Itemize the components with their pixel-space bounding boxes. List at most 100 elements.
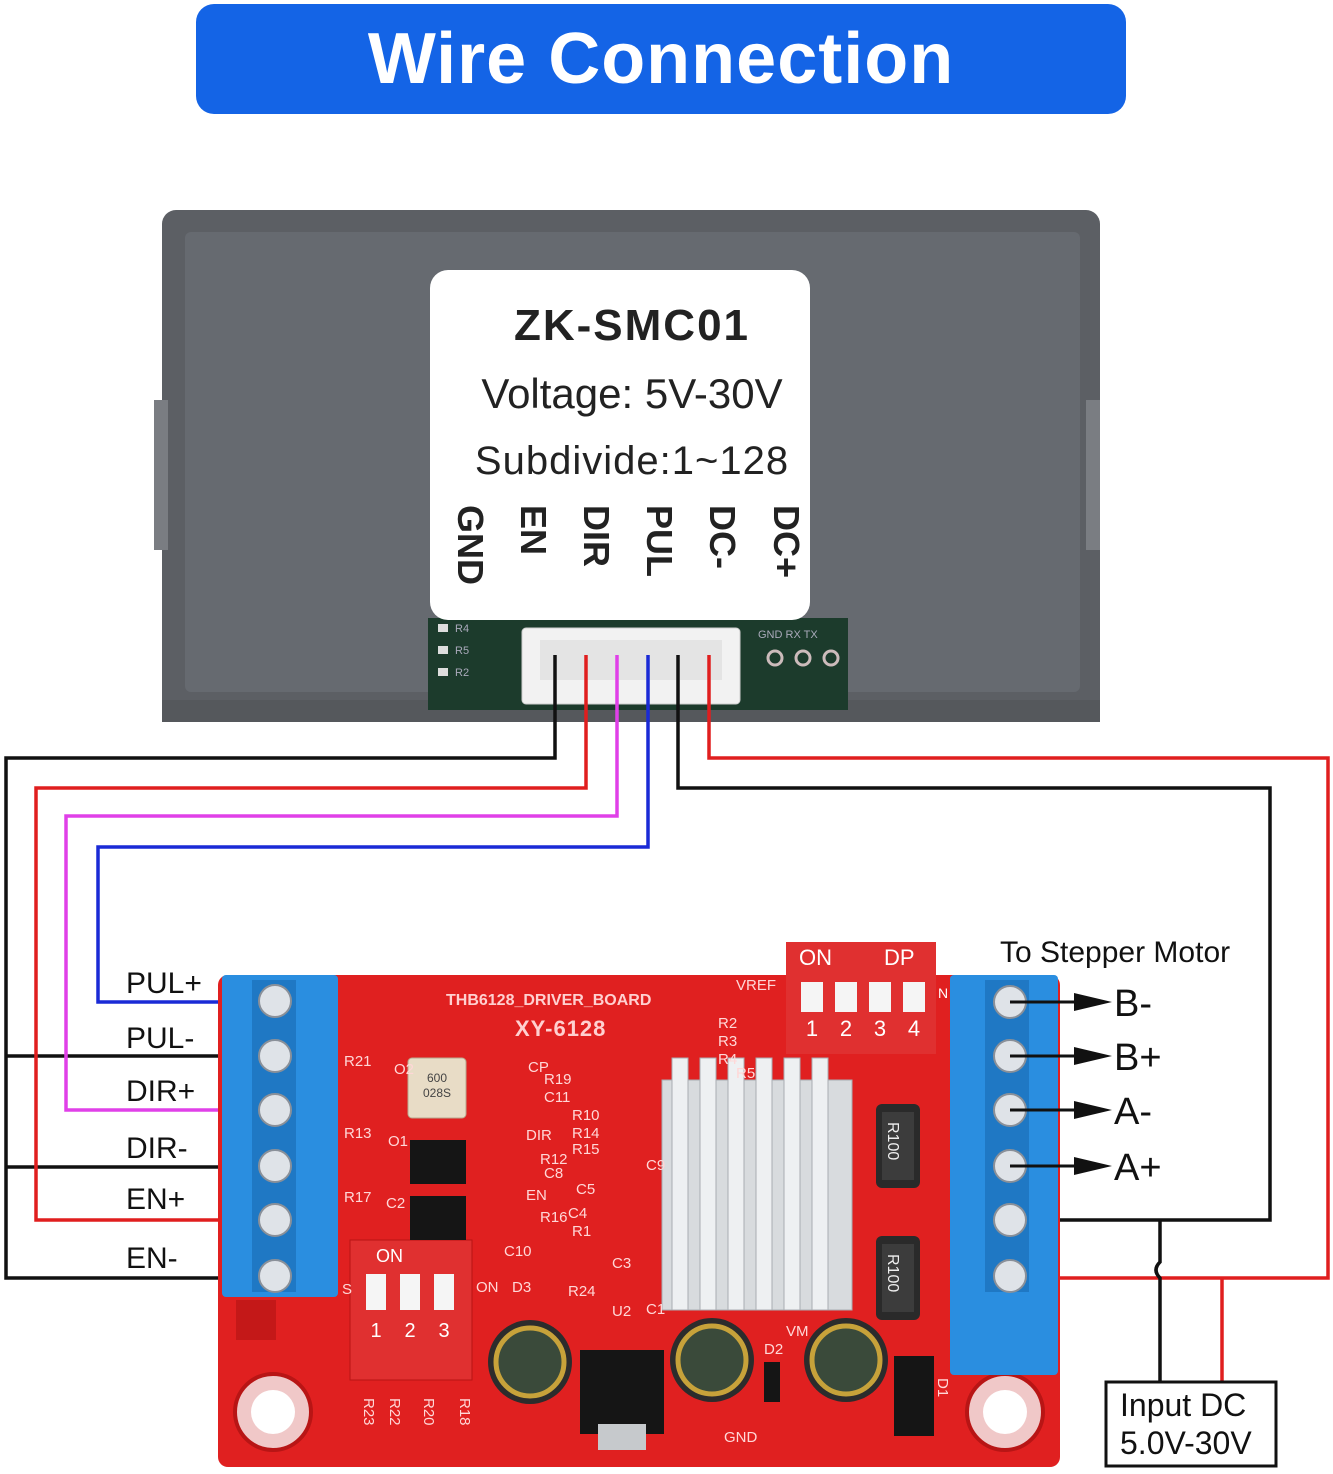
small-switch-number: 3 bbox=[438, 1320, 449, 1342]
label-dir-minus: DIR- bbox=[126, 1132, 188, 1165]
title-banner: Wire Connection bbox=[196, 4, 1126, 114]
driver-board: THB6128_DRIVER_BOARD XY-6128 ON bbox=[218, 942, 1060, 1467]
small-switch-on-label: ON bbox=[376, 1246, 403, 1266]
wire-gnd bbox=[4, 655, 557, 1280]
controller-model: ZK-SMC01 bbox=[514, 301, 750, 350]
controller-module: R4 R5 R2 GND RX TX ZK-SMC01 Voltage: 5V-… bbox=[154, 210, 1100, 722]
silk-r21: R21 bbox=[344, 1053, 372, 1070]
silk-d1: D1 bbox=[934, 1378, 951, 1397]
small-switch-number: 1 bbox=[370, 1320, 381, 1342]
silk-r5: R5 bbox=[736, 1065, 755, 1082]
silk-c3: C3 bbox=[612, 1255, 631, 1272]
wire-dc-plus bbox=[707, 655, 1330, 1280]
ic-chip bbox=[410, 1140, 466, 1184]
chip-mark: 600 bbox=[427, 1071, 447, 1085]
dp-switch-number: 4 bbox=[908, 1016, 920, 1041]
silk-vref: VREF bbox=[736, 977, 776, 994]
label-en-minus: EN- bbox=[126, 1242, 178, 1275]
page-title: Wire Connection bbox=[367, 19, 955, 99]
silk-r2: R2 bbox=[718, 1015, 737, 1032]
motor-heading: To Stepper Motor bbox=[1000, 936, 1230, 969]
silk-c5: C5 bbox=[576, 1181, 595, 1198]
silk-r20: R20 bbox=[420, 1398, 437, 1426]
small-switch: ON 1 2 3 bbox=[349, 1239, 473, 1381]
arrow-icon bbox=[1074, 1101, 1112, 1119]
silk-o2: O2 bbox=[394, 1061, 414, 1078]
silk-r10: R10 bbox=[572, 1107, 600, 1124]
input-terminal-labels: PUL+ PUL- DIR+ DIR- EN+ EN- bbox=[126, 967, 202, 1275]
silk-d2: D2 bbox=[764, 1341, 783, 1358]
dp-switch: ON DP 1 2 3 4 N bbox=[786, 942, 948, 1054]
motor-output-section: To Stepper Motor B- B+ A- A+ bbox=[1000, 936, 1230, 1189]
motor-output-b-minus: B- bbox=[1114, 983, 1152, 1025]
silk-r19: R19 bbox=[544, 1071, 572, 1088]
dp-switch-number: 1 bbox=[806, 1016, 818, 1041]
pin-label-en: EN bbox=[513, 505, 554, 555]
dp-switch-lever[interactable] bbox=[903, 982, 925, 1012]
pin-label-pul: PUL bbox=[639, 505, 680, 577]
small-switch-number: 2 bbox=[404, 1320, 415, 1342]
motor-output-b-plus: B+ bbox=[1114, 1037, 1162, 1079]
silk-dir: DIR bbox=[526, 1127, 552, 1144]
silk-en: EN bbox=[526, 1187, 547, 1204]
pin-label-dc-minus: DC- bbox=[702, 505, 743, 569]
label-pul-minus: PUL- bbox=[126, 1022, 194, 1055]
small-switch-lever[interactable] bbox=[400, 1274, 420, 1310]
arrow-icon bbox=[1074, 1047, 1112, 1065]
pin-label-dir: DIR bbox=[576, 505, 617, 567]
wire-dir bbox=[64, 655, 619, 1112]
silk-cp: CP bbox=[528, 1059, 549, 1076]
silk-c4: C4 bbox=[568, 1205, 587, 1222]
wire-pul bbox=[96, 655, 650, 1004]
silk-c10: C10 bbox=[504, 1243, 532, 1260]
silk-d3: D3 bbox=[512, 1279, 531, 1296]
heatsink bbox=[661, 1057, 853, 1311]
dp-switch-number: 2 bbox=[840, 1016, 852, 1041]
silk-c8: C8 bbox=[544, 1165, 563, 1182]
power-input-box: Input DC 5.0V-30V bbox=[1104, 1380, 1278, 1468]
pin-label-dc-plus: DC+ bbox=[766, 505, 807, 578]
pcb-mark-uart: GND RX TX bbox=[758, 629, 818, 641]
input-terminal-screws bbox=[258, 984, 292, 1293]
power-label-line2: 5.0V-30V bbox=[1120, 1425, 1252, 1461]
dp-switch-lever[interactable] bbox=[869, 982, 891, 1012]
silk-r17: R17 bbox=[344, 1189, 372, 1206]
silk-o1: O1 bbox=[388, 1133, 408, 1150]
resistor-mark: R100 bbox=[884, 1122, 901, 1160]
board-name: THB6128_DRIVER_BOARD bbox=[446, 992, 651, 1009]
silk-r16: R16 bbox=[540, 1209, 568, 1226]
label-pul-plus: PUL+ bbox=[126, 967, 202, 1000]
silk-r14: R14 bbox=[572, 1125, 600, 1142]
dp-switch-lever[interactable] bbox=[835, 982, 857, 1012]
controller-subdivide: Subdivide:1~128 bbox=[475, 439, 789, 483]
dp-switch-dp-label: DP bbox=[884, 945, 915, 970]
chip-mark: 028S bbox=[423, 1086, 451, 1100]
sense-resistor: R100 bbox=[876, 1104, 920, 1188]
dp-switch-lever[interactable] bbox=[801, 982, 823, 1012]
silk-c11: C11 bbox=[544, 1089, 570, 1106]
diode-d2 bbox=[764, 1362, 780, 1402]
electrolytic-capacitor bbox=[670, 1318, 754, 1402]
silk-r3: R3 bbox=[718, 1033, 737, 1050]
electrolytic-capacitor bbox=[804, 1318, 888, 1402]
silk-s: S bbox=[342, 1281, 352, 1298]
uart-pad bbox=[822, 649, 840, 667]
silk-c9: C9 bbox=[646, 1157, 665, 1174]
silk-on: ON bbox=[476, 1279, 499, 1296]
uart-pad bbox=[794, 649, 812, 667]
silk-gnd: GND bbox=[724, 1429, 758, 1446]
label-dir-plus: DIR+ bbox=[126, 1075, 195, 1108]
wire-en bbox=[34, 655, 588, 1222]
label-en-plus: EN+ bbox=[126, 1183, 185, 1216]
small-switch-lever[interactable] bbox=[366, 1274, 386, 1310]
silk-r22: R22 bbox=[386, 1398, 403, 1426]
silk-c1: C1 bbox=[646, 1301, 665, 1318]
motor-output-a-minus: A- bbox=[1114, 1091, 1152, 1133]
board-model: XY-6128 bbox=[515, 1016, 606, 1041]
power-label-line1: Input DC bbox=[1120, 1387, 1246, 1423]
small-switch-lever[interactable] bbox=[434, 1274, 454, 1310]
silk-r15: R15 bbox=[572, 1141, 600, 1158]
motor-output-a-plus: A+ bbox=[1114, 1147, 1162, 1189]
dp-switch-side-label: N bbox=[938, 985, 948, 1001]
